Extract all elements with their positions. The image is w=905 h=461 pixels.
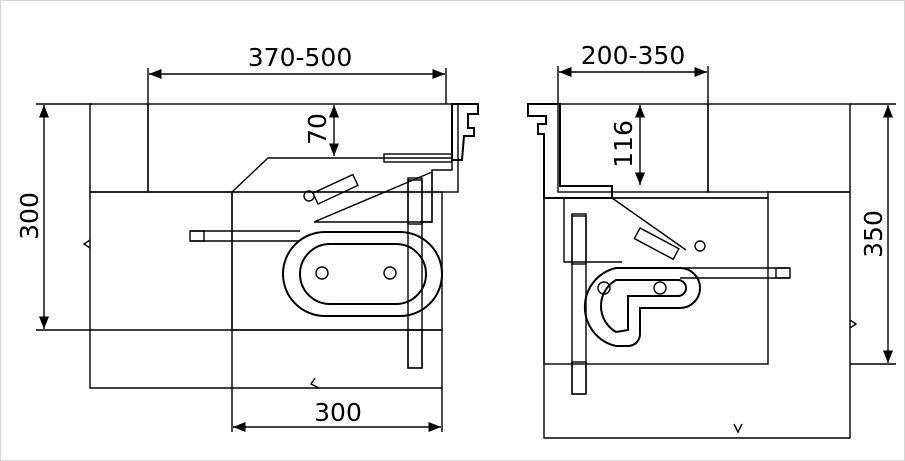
right-section: 200-350 116 350 <box>527 41 896 439</box>
trough-left <box>231 191 443 331</box>
concrete-right <box>543 191 851 439</box>
dim-top-left: 370-500 <box>248 43 352 72</box>
bolt-icon <box>694 240 706 252</box>
grille-profile-right <box>527 103 613 199</box>
bolt-icon <box>383 266 397 280</box>
heat-exchanger-right <box>583 267 701 347</box>
dim-height-right: 350 <box>859 210 888 258</box>
heat-exchanger-left <box>282 231 443 317</box>
trough-right <box>543 197 769 365</box>
pipe-right <box>571 213 587 395</box>
bolt-icon <box>597 281 611 295</box>
bolt-icon <box>303 190 315 202</box>
dim-top-right: 200-350 <box>581 41 685 70</box>
dim-height-left: 300 <box>15 192 44 240</box>
left-section: 370-500 70 300 300 <box>15 43 479 433</box>
pipe-left <box>407 177 423 369</box>
floor-covering-left <box>89 103 149 193</box>
grille-profile-left <box>451 103 479 161</box>
bolt-icon <box>653 281 667 295</box>
dim-grille-right: 116 <box>609 120 638 168</box>
fan-plate-left <box>313 170 433 223</box>
floor-covering-right <box>707 103 851 193</box>
bolt-icon <box>315 266 329 280</box>
dim-grille-left: 70 <box>303 113 332 145</box>
dim-bottom-left: 300 <box>314 398 362 427</box>
trough-liner-left <box>231 157 453 223</box>
